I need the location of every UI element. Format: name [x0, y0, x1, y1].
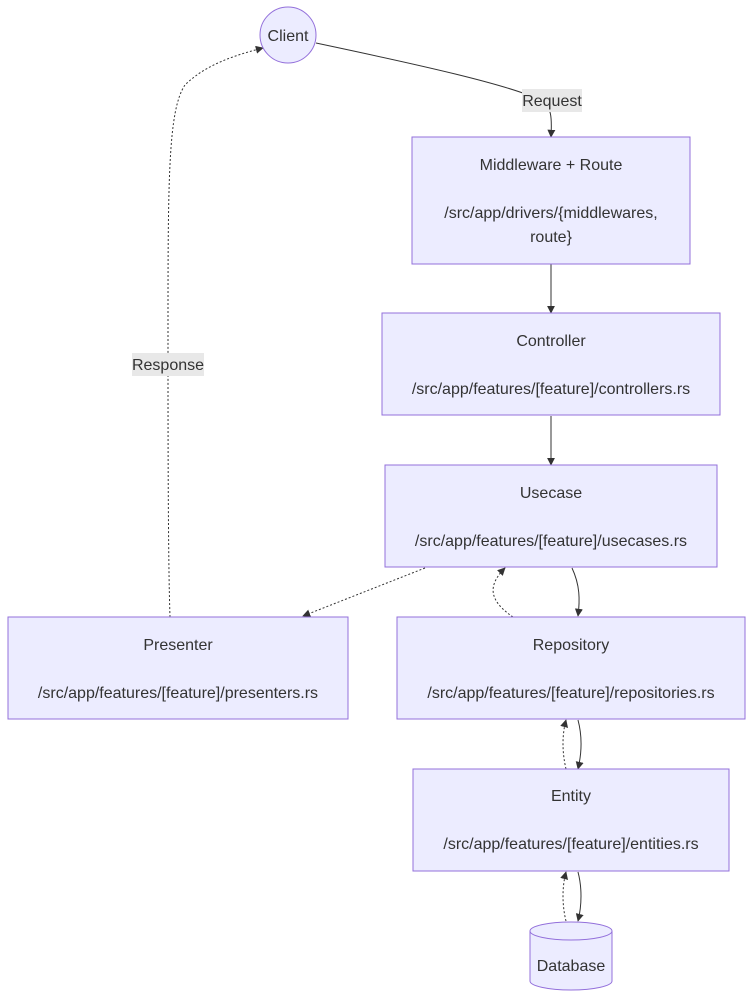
node-repository: Repository /src/app/features/[feature]/r…	[396, 616, 746, 720]
node-database: Database	[529, 921, 613, 991]
node-controller-path: /src/app/features/[feature]/controllers.…	[412, 381, 690, 398]
edge-label-response: Response	[132, 353, 204, 376]
node-repository-title: Repository	[533, 637, 609, 654]
edge-repository-to-entity	[575, 719, 584, 770]
node-entity-title: Entity	[551, 788, 591, 805]
edge-label-request-text: Request	[522, 93, 582, 110]
edge-database-to-entity	[560, 871, 569, 922]
edges	[167, 42, 584, 922]
edge-usecase-to-repository	[571, 567, 583, 617]
edge-usecase-to-presenter	[302, 567, 426, 618]
node-presenter: Presenter /src/app/features/[feature]/pr…	[7, 616, 349, 720]
node-usecase: Usecase /src/app/features/[feature]/usec…	[384, 464, 718, 568]
edge-entity-to-database	[575, 871, 584, 922]
edge-presenter-to-client	[167, 45, 264, 618]
node-entity-path: /src/app/features/[feature]/entities.rs	[443, 836, 698, 853]
node-controller: Controller /src/app/features/[feature]/c…	[381, 312, 721, 416]
node-presenter-path: /src/app/features/[feature]/presenters.r…	[38, 685, 318, 702]
node-presenter-title: Presenter	[143, 637, 213, 654]
edge-client-to-middleware	[315, 42, 556, 138]
node-entity: Entity /src/app/features/[feature]/entit…	[412, 768, 730, 872]
node-client: Client	[259, 6, 317, 64]
edge-repository-to-usecase	[492, 567, 514, 618]
node-middleware-title: Middleware + Route	[480, 157, 623, 174]
node-client-label: Client	[268, 28, 309, 45]
node-repository-path: /src/app/features/[feature]/repositories…	[427, 685, 714, 702]
node-middleware: Middleware + Route /src/app/drivers/{mid…	[411, 136, 691, 265]
edge-label-request: Request	[522, 89, 582, 112]
node-middleware-path-line2: route}	[530, 229, 572, 246]
node-usecase-path: /src/app/features/[feature]/usecases.rs	[415, 533, 687, 550]
edge-label-response-text: Response	[132, 357, 204, 374]
node-controller-title: Controller	[516, 333, 586, 350]
node-usecase-title: Usecase	[520, 485, 582, 502]
node-middleware-path-line1: /src/app/drivers/{middlewares,	[444, 205, 657, 222]
node-database-label: Database	[537, 958, 606, 975]
edge-entity-to-repository	[560, 719, 569, 770]
